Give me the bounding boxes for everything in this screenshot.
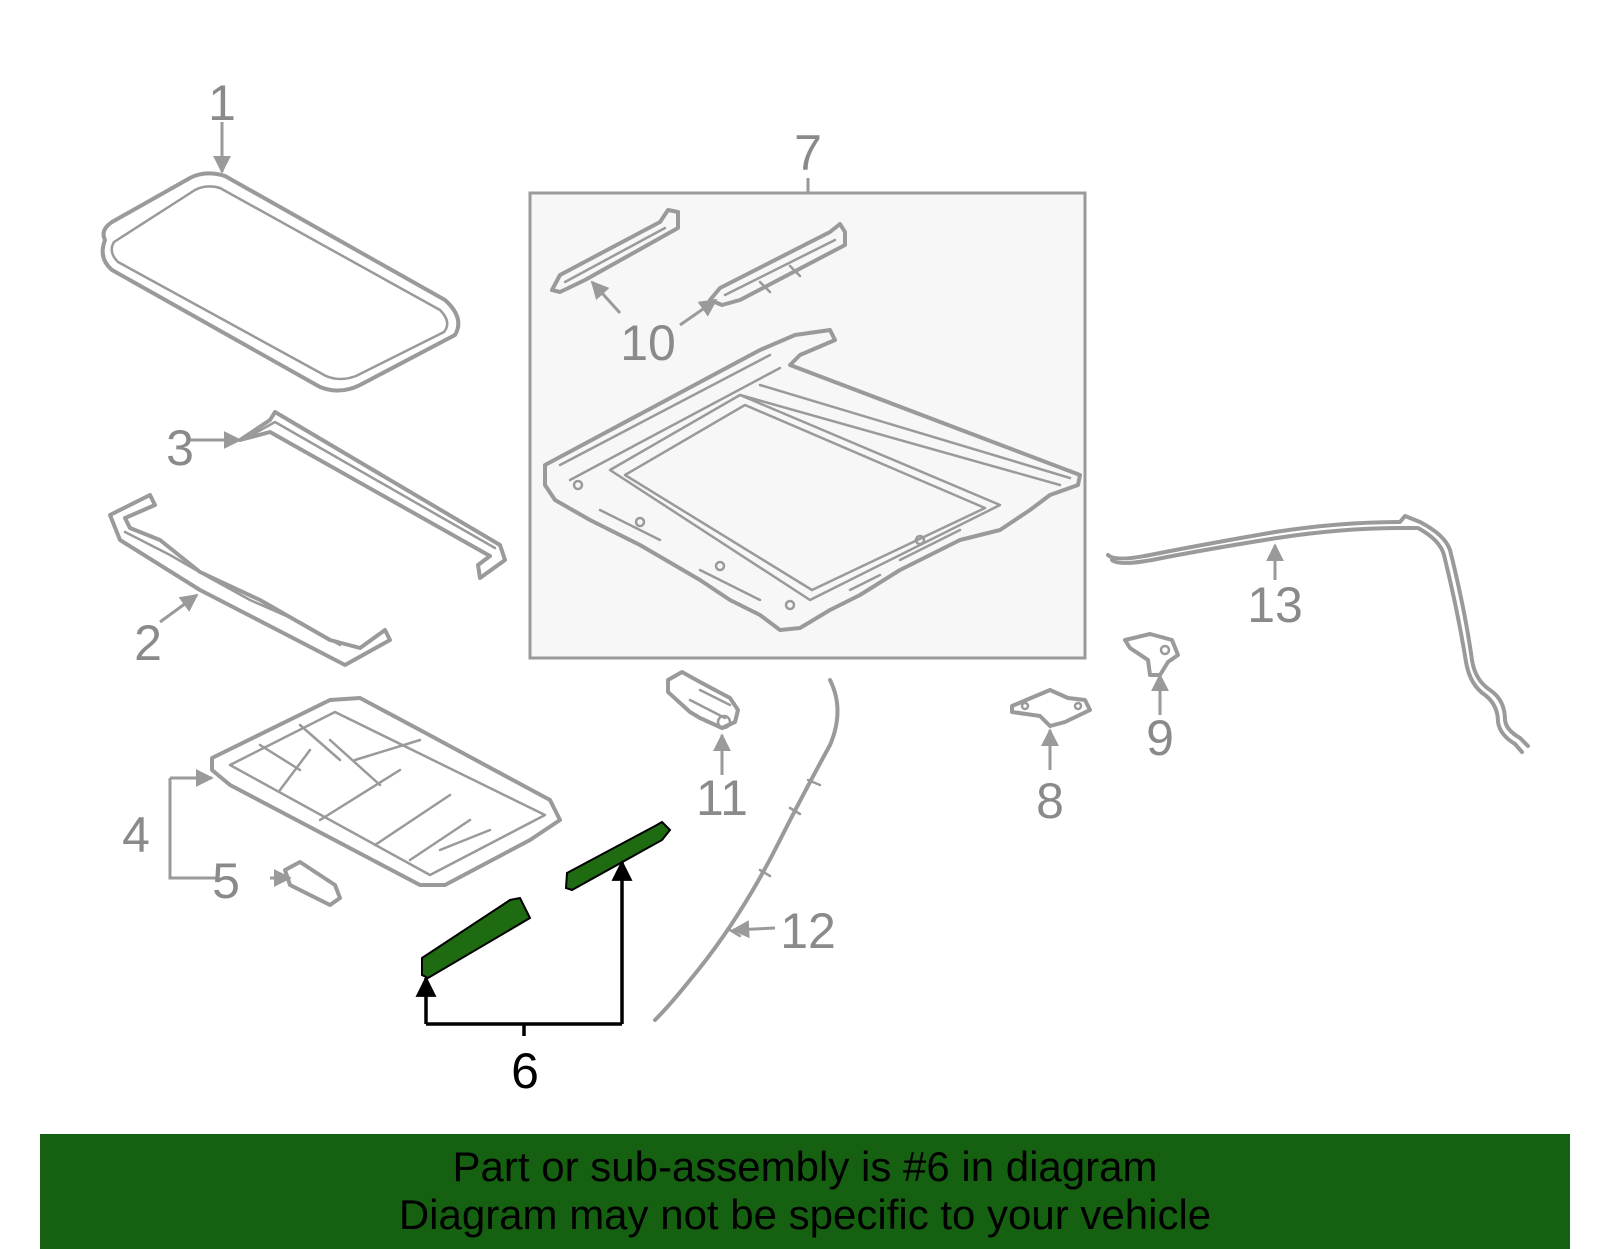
callout-5: 5 bbox=[212, 853, 240, 909]
part-3-deflector bbox=[238, 410, 507, 580]
callout-8: 8 bbox=[1036, 773, 1064, 829]
part-7-frame-assembly bbox=[528, 178, 1087, 660]
banner-line-2: Diagram may not be specific to your vehi… bbox=[398, 1191, 1212, 1238]
part-5-handle bbox=[283, 860, 342, 907]
callout-12: 12 bbox=[780, 903, 836, 959]
part-4-sunshade bbox=[210, 696, 562, 887]
callout-1: 1 bbox=[208, 75, 236, 131]
part-8-bracket bbox=[1010, 688, 1092, 728]
part-1-glass-panel bbox=[100, 171, 461, 393]
callout-6: 6 bbox=[511, 1043, 539, 1099]
callout-2: 2 bbox=[134, 615, 162, 671]
callout-13: 13 bbox=[1247, 577, 1303, 633]
callout-10: 10 bbox=[620, 315, 676, 371]
callout-3: 3 bbox=[166, 420, 194, 476]
part-12-drain-tube bbox=[653, 678, 840, 1022]
part-13-drain-hose bbox=[1106, 514, 1530, 754]
banner-line-1: Part or sub-assembly is #6 in diagram bbox=[452, 1143, 1158, 1190]
callout-7: 7 bbox=[794, 125, 822, 181]
info-banner: Part or sub-assembly is #6 in diagram Di… bbox=[40, 1134, 1570, 1249]
part-2-guide bbox=[108, 493, 392, 667]
part-6-highlighted bbox=[421, 820, 672, 980]
callout-9: 9 bbox=[1146, 710, 1174, 766]
callout-4: 4 bbox=[122, 807, 150, 863]
part-11-motor bbox=[666, 670, 740, 730]
part-9-clip bbox=[1123, 632, 1180, 677]
callout-11: 11 bbox=[696, 770, 748, 826]
